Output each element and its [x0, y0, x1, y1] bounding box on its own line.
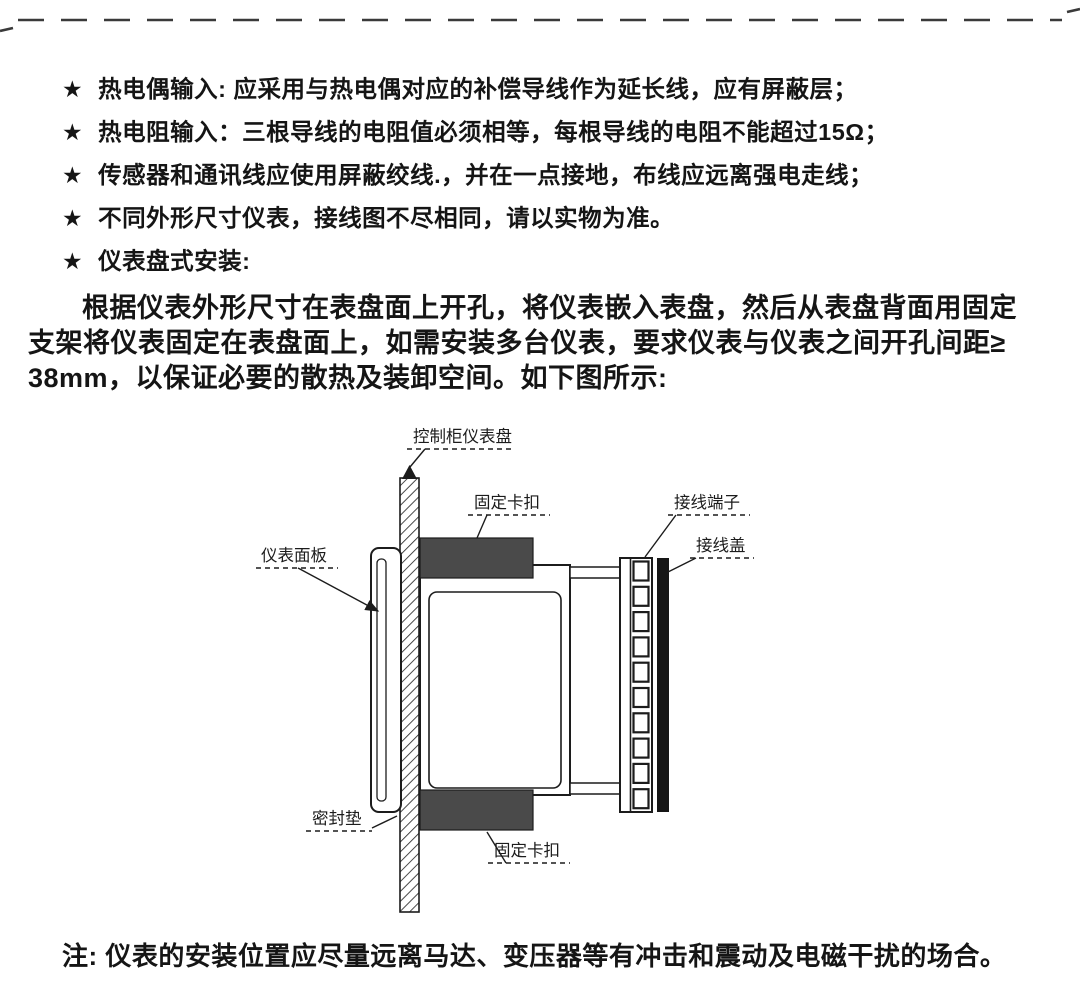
border-corner-right: [1066, 7, 1080, 14]
install-paragraph: 根据仪表外形尺寸在表盘面上开孔，将仪表嵌入表盘，然后从表盘背面用固定 支架将仪表…: [28, 291, 1062, 396]
bullet-item: ★ 不同外形尺寸仪表，接线图不尽相同，请以实物为准。: [62, 203, 1056, 233]
notes-list: ★ 热电偶输入: 应采用与热电偶对应的补偿导线作为延长线，应有屏蔽层； ★ 热电…: [62, 74, 1056, 289]
bullet-text: 热电偶输入: 应采用与热电偶对应的补偿导线作为延长线，应有屏蔽层；: [98, 76, 858, 102]
terminal-block: [619, 557, 653, 813]
faceplate-inner-slot: [376, 558, 387, 802]
terminal-cover: [657, 558, 669, 812]
callout-terminal: 接线端子: [644, 493, 750, 558]
callout-panel: 控制柜仪表盘: [407, 427, 514, 468]
star-icon: ★: [62, 162, 84, 188]
callout-clip-bottom: 固定卡扣: [486, 831, 570, 864]
fixing-clip-bottom: [419, 789, 534, 831]
case-inner-panel: [428, 591, 562, 789]
bullet-text: 不同外形尺寸仪表，接线图不尽相同，请以实物为准。: [98, 205, 675, 231]
faceplate-label: 仪表面板: [261, 546, 327, 565]
cover-label: 接线盖: [696, 536, 746, 555]
panel-cutaway: [399, 465, 420, 913]
case-rail-bottom: [569, 782, 621, 795]
star-icon: ★: [62, 205, 84, 231]
bullet-item: ★ 传感器和通讯线应使用屏蔽绞线.，并在一点接地，布线应远离强电走线；: [62, 160, 1056, 190]
clip-bottom-label: 固定卡扣: [494, 841, 560, 860]
callout-cover: 接线盖: [667, 536, 754, 573]
border-corner-left: [0, 26, 14, 33]
panel-label: 控制柜仪表盘: [413, 427, 512, 446]
instrument-case: [419, 564, 621, 796]
bullet-item: ★ 仪表盘式安装:: [62, 246, 1056, 276]
bullet-text: 仪表盘式安装:: [98, 248, 251, 274]
terminal-label: 接线端子: [674, 493, 740, 512]
clip-top-label: 固定卡扣: [474, 493, 540, 512]
gasket-label: 密封垫: [312, 809, 362, 828]
callout-gasket: 密封垫: [306, 809, 398, 832]
paragraph-line: 根据仪表外形尺寸在表盘面上开孔，将仪表嵌入表盘，然后从表盘背面用固定: [82, 293, 1017, 323]
bullet-item: ★ 热电阻输入：三根导线的电阻值必须相等，每根导线的电阻不能超过15Ω；: [62, 117, 1056, 147]
paragraph-line: 支架将仪表固定在表盘面上，如需安装多台仪表，要求仪表与仪表之间开孔间距≥: [28, 328, 1006, 358]
star-icon: ★: [62, 248, 84, 274]
page-border-top: [0, 7, 1080, 33]
case-rail-top: [569, 566, 621, 579]
callout-faceplate: 仪表面板: [256, 546, 380, 612]
instrument-faceplate: [370, 547, 402, 813]
paragraph-line: 38mm，以保证必要的散热及装卸空间。如下图所示:: [28, 363, 668, 393]
terminal-cells: [632, 560, 650, 810]
callout-clip-top: 固定卡扣: [468, 493, 550, 539]
install-note: 注: 仪表的安装位置应尽量远离马达、变压器等有冲击和震动及电磁干扰的场合。: [62, 941, 1007, 971]
bullet-text: 热电阻输入：三根导线的电阻值必须相等，每根导线的电阻不能超过15Ω；: [98, 119, 889, 145]
panel-top-tip: [402, 465, 417, 479]
star-icon: ★: [62, 119, 84, 145]
fixing-clip-top: [419, 537, 534, 579]
star-icon: ★: [62, 76, 84, 102]
panel-hatched-bar: [399, 477, 420, 913]
bullet-item: ★ 热电偶输入: 应采用与热电偶对应的补偿导线作为延长线，应有屏蔽层；: [62, 74, 1056, 104]
installation-diagram: 控制柜仪表盘 固定卡扣 接线端子 接线盖 仪表面板 密封垫 固定卡扣: [256, 427, 754, 913]
bullet-text: 传感器和通讯线应使用屏蔽绞线.，并在一点接地，布线应远离强电走线；: [98, 162, 874, 188]
